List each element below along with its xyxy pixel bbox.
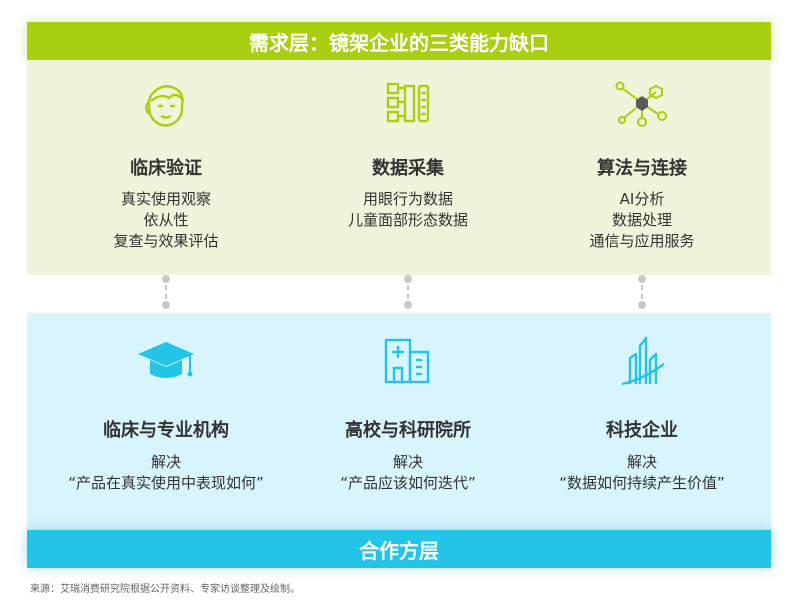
data-blocks-icon: [293, 78, 523, 134]
demand-card-algorithm: 算法与连接 AI分析 数据处理 通信与应用服务: [527, 78, 757, 252]
connector-dot: [404, 275, 412, 283]
connector-dash: [407, 285, 409, 299]
demand-line: 通信与应用服务: [589, 232, 695, 250]
demand-line: 依从性: [143, 211, 189, 229]
demand-layer-header: 需求层：镜架企业的三类能力缺口: [27, 22, 771, 60]
demand-title: 算法与连接: [597, 158, 687, 179]
demand-layer-title: 需求层：镜架企业的三类能力缺口: [249, 30, 549, 55]
demand-line: 真实使用观察: [120, 190, 211, 208]
partner-line: 解决: [392, 453, 423, 471]
graduation-cap-icon: [51, 334, 281, 390]
source-note: 来源：艾瑞消费研究院根据公开资料、专家访谈整理及绘制。: [30, 584, 300, 595]
demand-title: 临床验证: [130, 158, 202, 179]
demand-line: 复查与效果评估: [113, 232, 219, 250]
connector: [398, 275, 418, 309]
partner-card-university: 高校与科研院所 解决 “产品应该如何迭代”: [293, 334, 523, 494]
partner-line: “产品应该如何迭代”: [340, 474, 476, 492]
connector-dot: [638, 301, 646, 309]
connector-dot: [162, 301, 170, 309]
partner-line: “产品在真实使用中表现如何”: [68, 474, 264, 492]
molecule-network-icon: [527, 78, 757, 134]
partner-title: 高校与科研院所: [345, 420, 471, 441]
connector-dash: [165, 285, 167, 299]
connector-dot: [404, 301, 412, 309]
partner-line: “数据如何持续产生价值”: [559, 474, 725, 492]
partner-title: 科技企业: [606, 420, 678, 441]
partner-title: 临床与专业机构: [103, 420, 229, 441]
demand-card-clinical: 临床验证 真实使用观察 依从性 复查与效果评估: [51, 78, 281, 252]
partner-card-clinical: 临床与专业机构 解决 “产品在真实使用中表现如何”: [51, 334, 281, 494]
face-scan-icon: [51, 78, 281, 134]
demand-line: 数据处理: [611, 211, 672, 229]
demand-line: 用眼行为数据: [362, 190, 453, 208]
partner-line: 解决: [626, 453, 657, 471]
connector: [156, 275, 176, 309]
partner-card-tech: 科技企业 解决 “数据如何持续产生价值”: [527, 334, 757, 494]
demand-line: AI分析: [619, 190, 665, 208]
partner-layer-footer: 合作方层: [27, 530, 771, 568]
partner-line: 解决: [150, 453, 181, 471]
partner-layer-title: 合作方层: [359, 538, 439, 563]
demand-line: 儿童面部形态数据: [347, 211, 468, 229]
connector-dash: [641, 285, 643, 299]
demand-card-data: 数据采集 用眼行为数据 儿童面部形态数据: [293, 78, 523, 231]
connector-dot: [162, 275, 170, 283]
hospital-building-icon: [293, 334, 523, 390]
connector: [632, 275, 652, 309]
connector-dot: [638, 275, 646, 283]
demand-title: 数据采集: [372, 158, 444, 179]
tech-bars-icon: [527, 334, 757, 390]
